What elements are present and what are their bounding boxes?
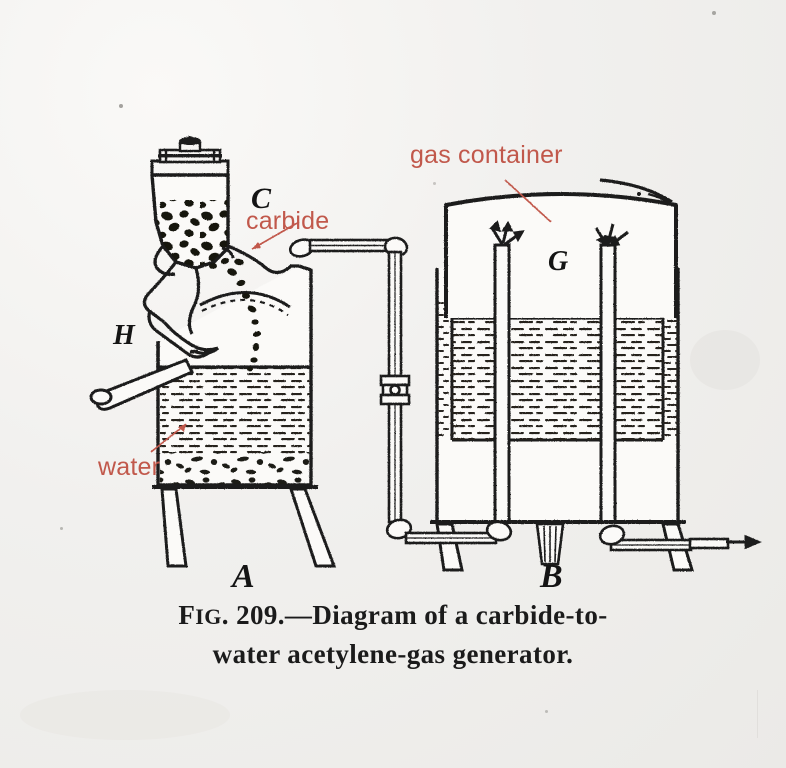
scan-line [757,690,758,738]
gas-burst-arrows-right [594,223,629,247]
label-gas-container: gas container [410,141,563,169]
bottom-pipe-run [404,520,730,552]
caption-smallcaps: IG [195,604,222,629]
carbide-falling-stream [209,257,262,372]
gas-container-vessel-b [430,178,695,572]
water-body-a [160,367,310,457]
carbide-lumps-in-hopper [153,200,227,267]
paper-smudge [20,690,230,740]
bell-rim-arc [599,178,673,204]
label-water: water [98,453,161,481]
drain-stub [535,522,565,566]
label-carbide: carbide [246,207,330,235]
holder-standpipes [493,243,617,524]
figure-caption-line-1: FIG. 209.—Diagram of a carbide-to- [0,600,786,631]
paper-speck [433,182,436,185]
label-letter-a: A [232,558,255,595]
paper-speck [545,710,548,713]
hopper-lid-clamp [150,136,230,177]
pipe-union-coupling [379,374,411,406]
leader-carbide [251,221,300,250]
gas-burst-arrows-left [489,220,525,247]
leader-gas-container [504,179,552,223]
paper-speck [119,104,123,108]
label-letter-b: B [540,558,563,595]
tank-a-legs [160,487,337,568]
carbide-feed-gate [142,244,219,359]
generator-vessel-a [89,136,337,568]
gas-connecting-pipe [288,236,413,540]
bottom-elbow-mid [485,520,513,542]
leader-arrow-carbide [252,242,261,249]
bottom-elbow-right [598,524,626,546]
standpipe-inlet [493,243,511,524]
paper-speck [60,527,63,530]
gas-outlet-arrow [726,534,762,550]
deflector-dome [199,291,291,309]
paper-smudge [690,330,760,390]
outlet-nozzle [688,537,730,550]
standpipe-outlet [599,243,617,524]
holder-water-body [452,318,663,440]
sludge-layer-a [160,452,310,484]
label-letter-c: C [251,182,272,215]
figure-caption-line-2: water acetylene-gas generator. [212,639,574,669]
deflector-dome-inner [201,298,289,316]
paper-speck [712,11,716,15]
caption-lead: F [178,600,196,630]
tank-shoulder [227,244,299,275]
caption-rest: . 209.—Diagram of a carbide-to- [221,600,608,630]
feed-lever-h [89,358,195,411]
label-letter-h: H [113,320,135,351]
leader-arrow-water [178,424,186,432]
label-letter-g: G [548,246,569,277]
feed-gate-slot [189,347,217,354]
